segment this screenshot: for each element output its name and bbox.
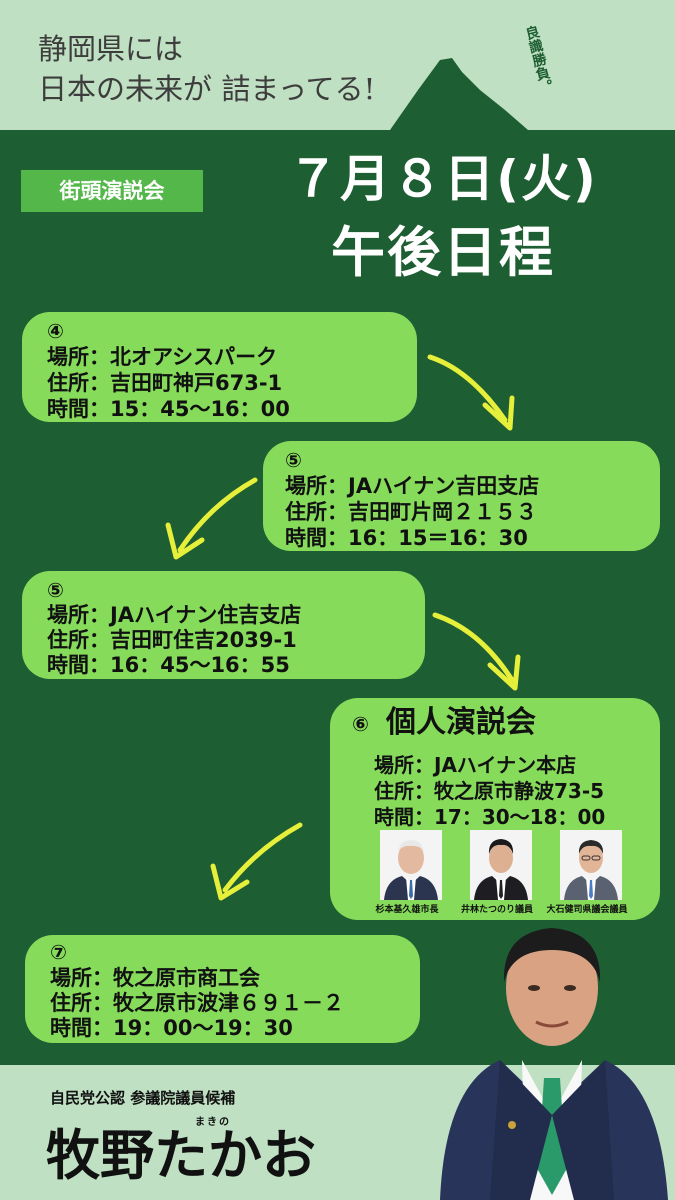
arrow-2 — [177, 477, 258, 553]
stop-time: 時間：16：45〜16：55 — [47, 653, 290, 677]
arrow-3 — [432, 612, 515, 683]
stop-place: 場所：牧之原市商工会 — [50, 966, 260, 990]
stop-place: 場所：JAハイナン住吉支店 — [47, 603, 302, 627]
stop-place: 場所：JAハイナン吉田支店 — [285, 474, 540, 498]
stop-time: 時間：15：45〜16：00 — [47, 397, 290, 421]
slogan-line-1: 静岡県には — [38, 32, 184, 66]
stop-time: 時間：16：15＝16：30 — [285, 526, 528, 550]
stop-number: ⑥ — [352, 712, 369, 736]
arrow-1 — [427, 354, 508, 423]
event-type-tag: 街頭演説会 — [21, 170, 203, 212]
speakers-row: 杉本基久雄市長 井林たつのり議員 大石健司県議会 — [372, 830, 642, 915]
speaker-caption: 井林たつのり議員 — [460, 905, 533, 915]
stop-number: ⑦ — [50, 940, 67, 964]
arrow-4 — [222, 822, 303, 893]
stop-time: 時間：17：30〜18：00 — [374, 805, 606, 829]
stop-card-4: ④ 場所：北オアシスパーク 住所：吉田町神戸673-1 時間：15：45〜16：… — [22, 312, 417, 422]
header-banner: 静岡県には 日本の未来が 詰まってる! 良識勝負。 — [0, 0, 675, 134]
arrow-3-head — [487, 654, 521, 691]
footer-banner: 自民党公認 参議院議員候補 まきの 牧野たかお — [0, 1065, 675, 1200]
arrow-2-head — [165, 522, 205, 560]
arrow-4-head — [210, 863, 250, 901]
speaker-caption: 大石健司県議会議員 — [546, 905, 628, 915]
speaker-caption: 杉本基久雄市長 — [375, 905, 439, 915]
stop-address: 住所：吉田町住吉2039-1 — [47, 628, 297, 652]
speaker-3: 大石健司県議会議員 — [546, 830, 628, 915]
stop-address: 住所：吉田町片岡２１５３ — [285, 500, 537, 524]
event-date: ７月８日(火) — [288, 150, 598, 208]
speaker-1: 杉本基久雄市長 — [372, 830, 442, 915]
stop-title: 個人演説会 — [386, 705, 536, 740]
stop-card-7: ⑦ 場所：牧之原市商工会 住所：牧之原市波津６９１－２ 時間：19：00〜19：… — [25, 935, 420, 1043]
speaker-2: 井林たつのり議員 — [461, 830, 533, 915]
candidate-name: 牧野たかお — [46, 1124, 316, 1187]
candidate-portrait — [430, 910, 675, 1200]
stop-address: 住所：吉田町神戸673-1 — [47, 371, 283, 395]
stop-place: 場所：北オアシスパーク — [47, 345, 278, 369]
stop-address: 住所：牧之原市静波73-5 — [374, 779, 605, 803]
stop-number: ④ — [47, 319, 64, 343]
mountain-icon — [0, 58, 675, 134]
candidate-name-reading: まきの — [195, 1117, 231, 1128]
slogan-line-2: 日本の未来が 詰まってる! — [38, 72, 376, 106]
stop-card-5b: ⑤ 場所：JAハイナン住吉支店 住所：吉田町住吉2039-1 時間：16：45〜… — [22, 571, 425, 679]
stop-address: 住所：牧之原市波津６９１－２ — [50, 991, 344, 1015]
stop-time: 時間：19：00〜19：30 — [50, 1016, 293, 1040]
speaker-photo — [380, 830, 442, 900]
schedule-subtitle: 午後日程 — [331, 221, 555, 284]
arrow-1-head — [482, 395, 515, 431]
stop-card-5a: ⑤ 場所：JAハイナン吉田支店 住所：吉田町片岡２１５３ 時間：16：15＝16… — [263, 441, 660, 551]
candidate-affiliation: 自民党公認 参議院議員候補 — [50, 1089, 236, 1107]
stop-number: ⑤ — [47, 578, 64, 602]
stop-place: 場所：JAハイナン本店 — [374, 753, 577, 777]
stop-number: ⑤ — [285, 448, 302, 472]
speaker-photo — [560, 830, 622, 900]
speaker-photo — [470, 830, 532, 900]
